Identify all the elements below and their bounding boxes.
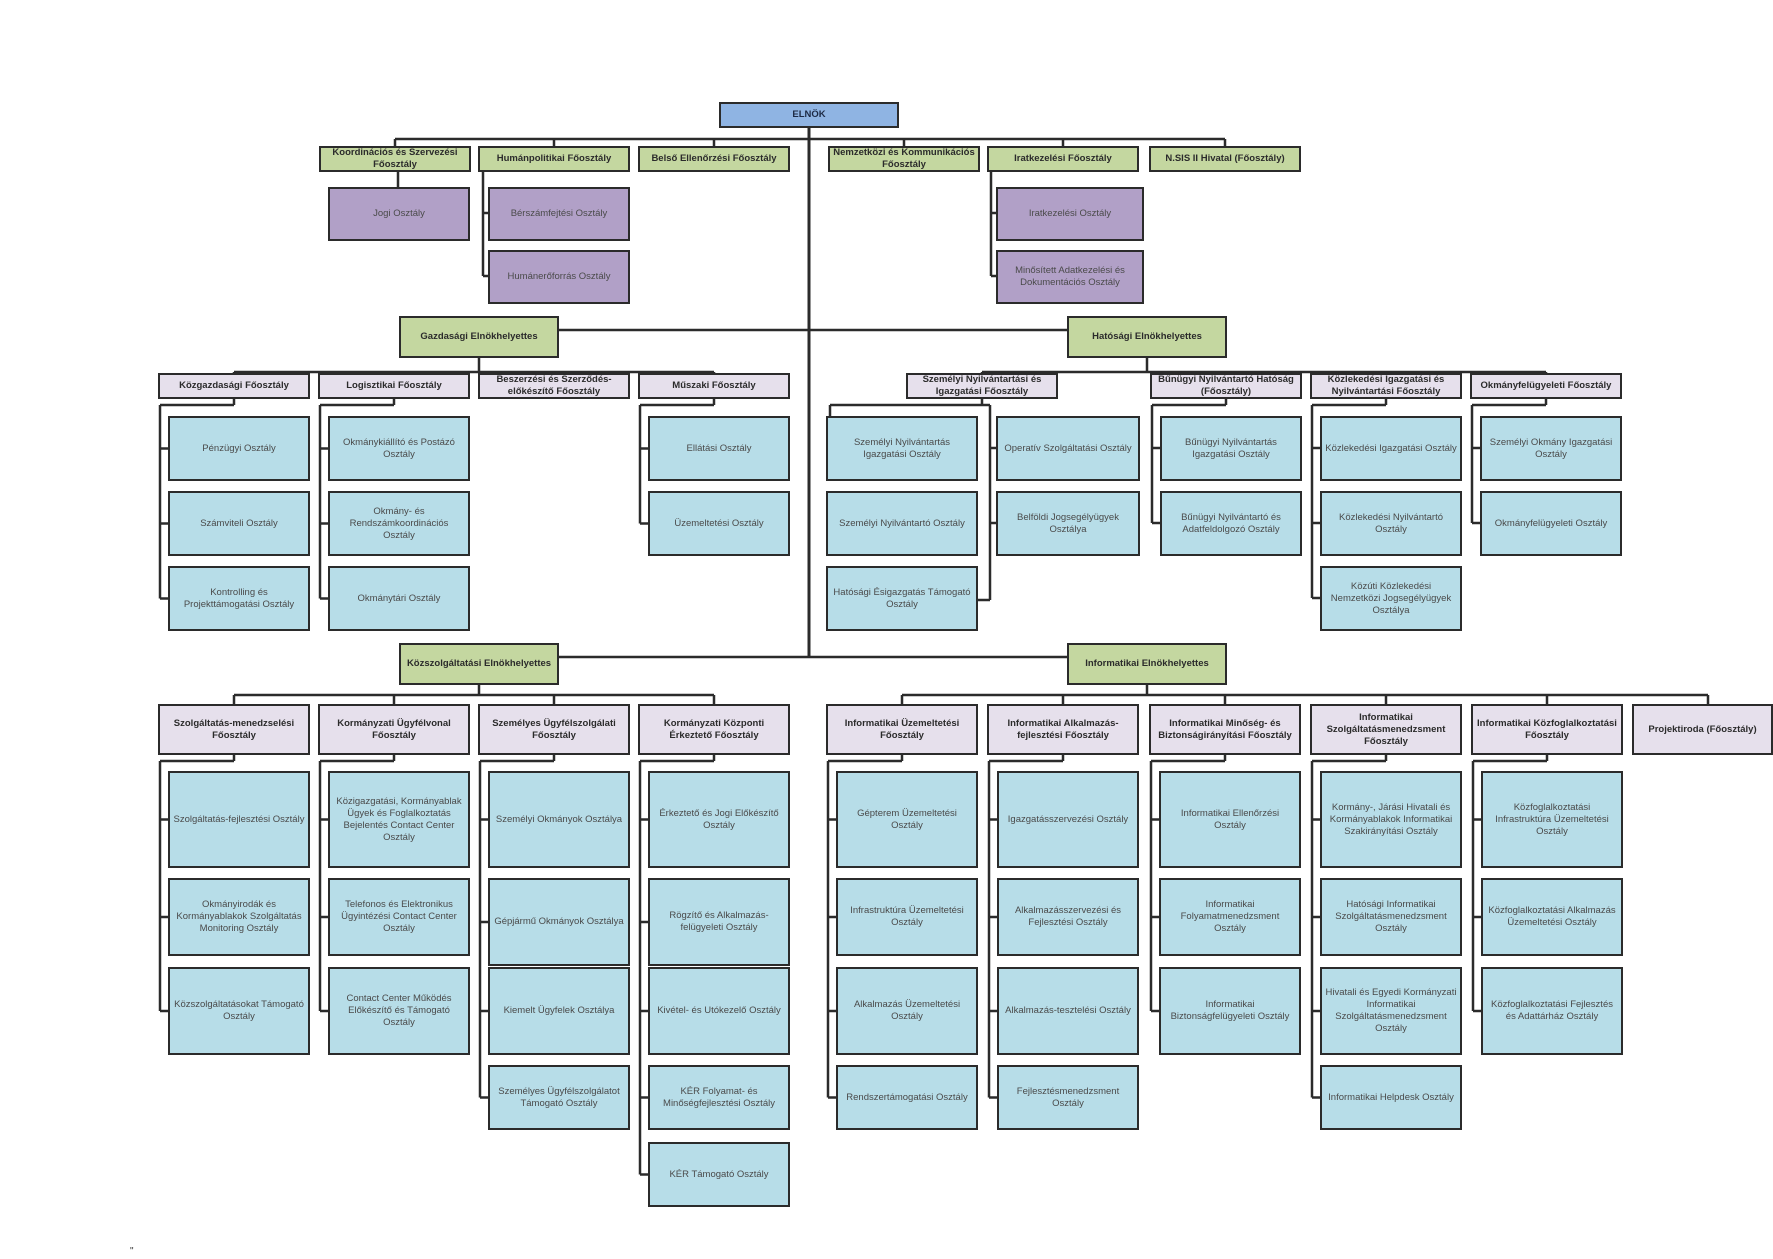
unit-kozszolgaltatasokat-tamogato-osztaly: Közszolgáltatásokat Támogató Osztály xyxy=(168,967,310,1055)
unit-gepterem-uzemeltetesi-osztaly: Gépterem Üzemeltetési Osztály xyxy=(836,771,978,868)
top-department-nemzetkozi-es-kommunikacios-foosztaly: Nemzetközi és Kommunikációs Főosztály xyxy=(828,146,980,172)
main-department-szolgaltatas-menedzselesi-foosztaly: Szolgáltatás-menedzselési Főosztály xyxy=(158,704,310,755)
main-department-projektiroda-foosztaly: Projektiroda (Főosztály) xyxy=(1632,704,1773,755)
top-department-koordinacios-es-szervezesi-foosztaly: Koordinációs és Szervezési Főosztály xyxy=(319,146,471,172)
unit-rogzito-es-alkalmazas-felugyeleti-osztaly: Rögzítő és Alkalmazás-felügyeleti Osztál… xyxy=(648,878,790,966)
unit-szamviteli-osztaly: Számviteli Osztály xyxy=(168,491,310,556)
unit-okmanyfelugyeleti-osztaly: Okmányfelügyeleti Osztály xyxy=(1480,491,1622,556)
top-department-humanpolitikai-foosztaly: Humánpolitikai Főosztály xyxy=(478,146,630,172)
main-department-okmanyfelugyeleti-foosztaly: Okmányfelügyeleti Főosztály xyxy=(1470,373,1622,399)
unit-hatosagi-informatikai-szolgaltatasmenedzsment-osztaly: Hatósági Informatikai Szolgáltatásmenedz… xyxy=(1320,878,1462,956)
unit-kiemelt-ugyfelek-osztalya: Kiemelt Ügyfelek Osztálya xyxy=(488,967,630,1055)
unit-szemelyi-nyilvantartas-igazgatasi-osztaly: Személyi Nyilvántartás Igazgatási Osztál… xyxy=(826,416,978,481)
main-department-informatikai-alkalmazas-fejlesztesi-foosztaly: Informatikai Alkalmazás-fejlesztési Főos… xyxy=(987,704,1139,755)
unit-szemelyi-okmany-igazgatasi-osztaly: Személyi Okmány Igazgatási Osztály xyxy=(1480,416,1622,481)
unit-kozlekedesi-nyilvantarto-osztaly: Közlekedési Nyilvántartó Osztály xyxy=(1320,491,1462,556)
unit-alkalmazas-tesztelesi-osztaly: Alkalmazás-tesztelési Osztály xyxy=(997,967,1139,1055)
deputy-president-hat: Hatósági Elnökhelyettes xyxy=(1067,316,1227,358)
unit-belfoldi-jogsegelyugyek-osztalya: Belföldi Jogsegélyügyek Osztálya xyxy=(996,491,1140,556)
section-minositett-adatkezelesi-es-dokumentacios-osztaly: Minősített Adatkezelési és Dokumentációs… xyxy=(996,250,1144,304)
top-department-iratkezelesi-foosztaly: Iratkezelési Főosztály xyxy=(987,146,1139,172)
unit-okmanykiallito-es-postazo-osztaly: Okmánykiállító és Postázó Osztály xyxy=(328,416,470,481)
unit-kozlekedesi-igazgatasi-osztaly: Közlekedési Igazgatási Osztály xyxy=(1320,416,1462,481)
unit-rendszertamogatasi-osztaly: Rendszertámogatási Osztály xyxy=(836,1065,978,1130)
unit-fejlesztesmenedzsment-osztaly: Fejlesztésmenedzsment Osztály xyxy=(997,1065,1139,1130)
unit-okmanytari-osztaly: Okmánytári Osztály xyxy=(328,566,470,631)
unit-okmany-es-rendszamkoordinacios-osztaly: Okmány- és Rendszámkoordinációs Osztály xyxy=(328,491,470,556)
top-department-belso-ellenorzesi-foosztaly: Belső Ellenőrzési Főosztály xyxy=(638,146,790,172)
deputy-president-inf: Informatikai Elnökhelyettes xyxy=(1067,643,1227,685)
unit-kozfoglalkoztatasi-fejlesztes-es-adattarhaz-osztaly: Közfoglalkoztatási Fejlesztés és Adattár… xyxy=(1481,967,1623,1055)
unit-szemelyi-nyilvantarto-osztaly: Személyi Nyilvántartó Osztály xyxy=(826,491,978,556)
unit-informatikai-helpdesk-osztaly: Informatikai Helpdesk Osztály xyxy=(1320,1065,1462,1130)
unit-hivatali-es-egyedi-kormanyzati-informatikai-szolgaltatasmenedzsment-osztaly: Hivatali és Egyedi Kormányzati Informati… xyxy=(1320,967,1462,1055)
unit-kozfoglalkoztatasi-alkalmazas-uzemeltetesi-osztaly: Közfoglalkoztatási Alkalmazás Üzemelteté… xyxy=(1481,878,1623,956)
unit-operativ-szolgaltatasi-osztaly: Operatív Szolgáltatási Osztály xyxy=(996,416,1140,481)
main-department-kozlekedesi-igazgatasi-es-nyilvantartasi-foosztaly: Közlekedési Igazgatási és Nyilvántartási… xyxy=(1310,373,1462,399)
unit-igazgatasszervezesi-osztaly: Igazgatásszervezési Osztály xyxy=(997,771,1139,868)
unit-szolgaltatas-fejlesztesi-osztaly: Szolgáltatás-fejlesztési Osztály xyxy=(168,771,310,868)
unit-kozigazgatasi-kormanyablak-ugyek-es-foglalkoztatas-bejelentes-contact-center-osztaly: Közigazgatási, Kormányablak Ügyek és Fog… xyxy=(328,771,470,868)
section-berszamfejtesi-osztaly: Bérszámfejtési Osztály xyxy=(488,187,630,241)
deputy-president-gazd: Gazdasági Elnökhelyettes xyxy=(399,316,559,358)
unit-alkalmazas-uzemeltetesi-osztaly: Alkalmazás Üzemeltetési Osztály xyxy=(836,967,978,1055)
unit-informatikai-biztonsagfelugyeleti-osztaly: Informatikai Biztonságfelügyeleti Osztál… xyxy=(1159,967,1301,1055)
unit-bunugyi-nyilvantartas-igazgatasi-osztaly: Bűnügyi Nyilvántartás Igazgatási Osztály xyxy=(1160,416,1302,481)
section-iratkezelesi-osztaly: Iratkezelési Osztály xyxy=(996,187,1144,241)
unit-kontrolling-es-projekttamogatasi-osztaly: Kontrolling és Projekttámogatási Osztály xyxy=(168,566,310,631)
unit-bunugyi-nyilvantarto-es-adatfeldolgozo-osztaly: Bűnügyi Nyilvántartó és Adatfeldolgozó O… xyxy=(1160,491,1302,556)
main-department-muszaki-foosztaly: Műszaki Főosztály xyxy=(638,373,790,399)
section-jogi-osztaly: Jogi Osztály xyxy=(328,187,470,241)
unit-szemelyes-ugyfelszolgalatot-tamogato-osztaly: Személyes Ügyfélszolgálatot Támogató Osz… xyxy=(488,1065,630,1130)
unit-kozfoglalkoztatasi-infrastruktura-uzemeltetesi-osztaly: Közfoglalkoztatási Infrastruktúra Üzemel… xyxy=(1481,771,1623,868)
unit-ellatasi-osztaly: Ellátási Osztály xyxy=(648,416,790,481)
main-department-informatikai-szolgaltatasmenedzsment-foosztaly: Informatikai Szolgáltatásmenedzsment Főo… xyxy=(1310,704,1462,755)
main-department-logisztikai-foosztaly: Logisztikai Főosztály xyxy=(318,373,470,399)
unit-okmanyirodak-es-kormanyablakok-szolgaltatas-monitoring-osztaly: Okmányirodák és Kormányablakok Szolgálta… xyxy=(168,878,310,956)
unit-erkezteto-es-jogi-elokeszito-osztaly: Érkeztető és Jogi Előkészítő Osztály xyxy=(648,771,790,868)
unit-informatikai-ellenorzesi-osztaly: Informatikai Ellenőrzési Osztály xyxy=(1159,771,1301,868)
unit-contact-center-mukodes-elokeszito-es-tamogato-osztaly: Contact Center Működés Előkészítő és Tám… xyxy=(328,967,470,1055)
main-department-szemelyi-nyilvantartasi-es-igazgatasi-foosztaly: Személyi Nyilvántartási és Igazgatási Fő… xyxy=(906,373,1058,399)
unit-alkalmazasszervezesi-es-fejlesztesi-osztaly: Alkalmazásszervezési és Fejlesztési Oszt… xyxy=(997,878,1139,956)
main-department-informatikai-minoseg-es-biztonsagiranyitasi-foosztaly: Informatikai Minőség- és Biztonságirányí… xyxy=(1149,704,1301,755)
unit-ker-tamogato-osztaly: KÉR Támogató Osztály xyxy=(648,1142,790,1207)
main-department-szemelyes-ugyfelszolgalati-foosztaly: Személyes Ügyfélszolgálati Főosztály xyxy=(478,704,630,755)
unit-kivetel-es-utokezelo-osztaly: Kivétel- és Utókezelő Osztály xyxy=(648,967,790,1055)
main-department-kormanyzati-ugyfelvonal-foosztaly: Kormányzati Ügyfélvonal Főosztály xyxy=(318,704,470,755)
deputy-president-kozsz: Közszolgáltatási Elnökhelyettes xyxy=(399,643,559,685)
main-department-kormanyzati-kozponti-erkezteto-foosztaly: Kormányzati Központi Érkeztető Főosztály xyxy=(638,704,790,755)
top-department-n-sis-ii-hivatal-foosztaly: N.SIS II Hivatal (Főosztály) xyxy=(1149,146,1301,172)
main-department-bunugyi-nyilvantarto-hatosag-foosztaly: Bűnügyi Nyilvántartó Hatóság (Főosztály) xyxy=(1150,373,1302,399)
unit-infrastruktura-uzemeltetesi-osztaly: Infrastruktúra Üzemeltetési Osztály xyxy=(836,878,978,956)
main-department-kozgazdasagi-foosztaly: Közgazdasági Főosztály xyxy=(158,373,310,399)
unit-hatosagi-esigazgatas-tamogato-osztaly: Hatósági Ésigazgatás Támogató Osztály xyxy=(826,566,978,631)
unit-telefonos-es-elektronikus-ugyintezesi-contact-center-osztaly: Telefonos és Elektronikus Ügyintézési Co… xyxy=(328,878,470,956)
unit-szemelyi-okmanyok-osztalya: Személyi Okmányok Osztálya xyxy=(488,771,630,868)
unit-informatikai-folyamatmenedzsment-osztaly: Informatikai Folyamatmenedzsment Osztály xyxy=(1159,878,1301,956)
section-humaneroforras-osztaly: Humánerőforrás Osztály xyxy=(488,250,630,304)
unit-uzemeltetesi-osztaly: Üzemeltetési Osztály xyxy=(648,491,790,556)
unit-kormany-jarasi-hivatali-es-kormanyablakok-informatikai-szakiranyitasi-osztaly: Kormány-, Járási Hivatali és Kormányabla… xyxy=(1320,771,1462,868)
unit-kozuti-kozlekedesi-nemzetkozi-jogsegelyugyek-osztalya: Közúti Közlekedési Nemzetközi Jogsegélyü… xyxy=(1320,566,1462,631)
unit-ker-folyamat-es-minosegfejlesztesi-osztaly: KÉR Folyamat- és Minőségfejlesztési Oszt… xyxy=(648,1065,790,1130)
main-department-informatikai-uzemeltetesi-foosztaly: Informatikai Üzemeltetési Főosztály xyxy=(826,704,978,755)
footer-mark: " xyxy=(130,1246,134,1257)
unit-penzugyi-osztaly: Pénzügyi Osztály xyxy=(168,416,310,481)
unit-gepjarmu-okmanyok-osztalya: Gépjármű Okmányok Osztálya xyxy=(488,878,630,966)
root-box-elnok: ELNÖK xyxy=(719,102,899,128)
main-department-beszerzesi-es-szerzodes-elokeszito-foosztaly: Beszerzési és Szerződés-előkészítő Főosz… xyxy=(478,373,630,399)
main-department-informatikai-kozfoglalkoztatasi-foosztaly: Informatikai Közfoglalkoztatási Főosztál… xyxy=(1471,704,1623,755)
